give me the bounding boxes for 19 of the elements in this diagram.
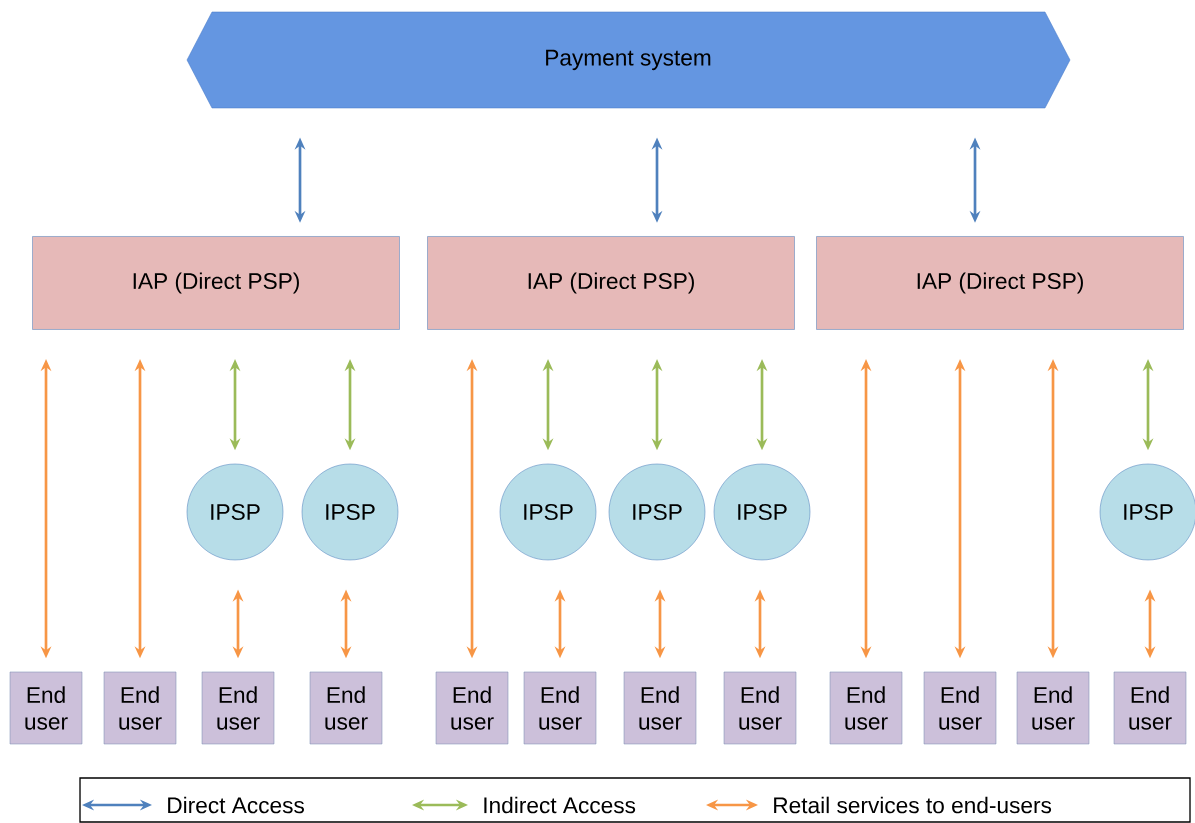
- end-user-box: End user: [923, 671, 997, 745]
- end-user-box: End user: [201, 671, 275, 745]
- end-user-box: End user: [1113, 671, 1187, 745]
- legend-text: Indirect Access: [484, 796, 636, 814]
- payment-system-banner: Payment system: [186, 11, 1071, 109]
- end-user-box: End user: [103, 671, 177, 745]
- legend-text: Retail services to end-users: [774, 796, 1052, 814]
- participant-box: IAP (Direct PSP): [32, 236, 400, 330]
- end-user-box: End user: [623, 671, 697, 745]
- end-user-box: End user: [1016, 671, 1090, 745]
- end-user-box: End user: [523, 671, 597, 745]
- legend-text: Direct Access: [168, 796, 304, 814]
- end-user-box: End user: [309, 671, 383, 745]
- end-user-box: End user: [829, 671, 903, 745]
- participant-box: IAP (Direct PSP): [427, 236, 795, 330]
- end-user-box: End user: [435, 671, 509, 745]
- participant-box: IAP (Direct PSP): [816, 236, 1184, 330]
- end-user-box: End user: [723, 671, 797, 745]
- end-user-box: End user: [9, 671, 83, 745]
